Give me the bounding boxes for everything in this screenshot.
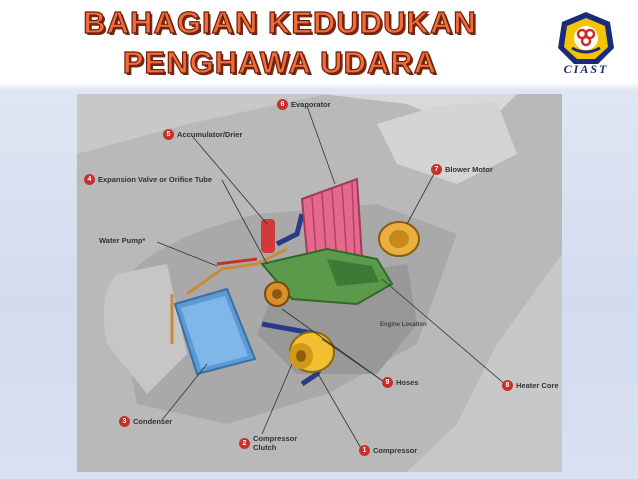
slide-title-line2: PENGHAWA UDARA bbox=[122, 44, 438, 80]
label-number: 6 bbox=[277, 99, 288, 110]
accumulator-shape bbox=[261, 219, 275, 253]
label-text: Compressor bbox=[373, 446, 418, 455]
label-number: 9 bbox=[382, 377, 393, 388]
label-text: Blower Motor bbox=[445, 165, 493, 174]
label-text: Clutch bbox=[253, 443, 277, 452]
label-blower-motor: 7 Blower Motor bbox=[431, 164, 493, 175]
logo-text: CIAST bbox=[563, 62, 609, 76]
label-text: Heater Core bbox=[516, 381, 559, 390]
label-number: 3 bbox=[119, 416, 130, 427]
label-text: Expansion Valve or Orifice Tube bbox=[98, 175, 213, 184]
ciast-logo-icon bbox=[558, 12, 614, 64]
blower-motor-shape bbox=[378, 221, 420, 257]
compressor-shape bbox=[289, 331, 335, 373]
label-water-pump: Water Pump* bbox=[99, 236, 145, 245]
label-text: Water Pump* bbox=[99, 236, 146, 245]
water-pump-shape bbox=[264, 281, 290, 307]
label-text: Accumulator/Drier bbox=[177, 130, 243, 139]
ac-diagram: 6 Evaporator 5 Accumulator/Drier 4 Expan… bbox=[77, 94, 562, 472]
label-number: 4 bbox=[84, 174, 95, 185]
label-number: 2 bbox=[239, 437, 250, 449]
label-number: 8 bbox=[502, 380, 513, 391]
condenser-shape bbox=[173, 287, 257, 376]
label-text: Condenser bbox=[133, 417, 173, 426]
label-compressor: 1 Compressor bbox=[359, 445, 417, 456]
label-number: 7 bbox=[431, 164, 442, 175]
label-text: Compressor bbox=[253, 434, 298, 443]
label-compressor-clutch: 2 Compressor Clutch bbox=[239, 434, 297, 452]
label-number: 1 bbox=[359, 445, 370, 456]
label-text: Evaporator bbox=[291, 100, 331, 109]
label-number: 5 bbox=[163, 129, 174, 140]
label-accumulator-drier: 5 Accumulator/Drier bbox=[163, 129, 242, 140]
label-engine-location: Engine Location bbox=[380, 322, 427, 328]
label-evaporator: 6 Evaporator bbox=[277, 99, 331, 110]
label-hoses: 9 Hoses bbox=[382, 377, 419, 388]
label-text-multiline: Compressor Clutch bbox=[253, 434, 297, 452]
heater-core-shape bbox=[260, 247, 394, 306]
label-text: Hoses bbox=[396, 378, 419, 387]
label-condenser: 3 Condenser bbox=[119, 416, 172, 427]
ac-diagram-illustration bbox=[77, 94, 562, 472]
slide-title-line1: BAHAGIAN KEDUDUKAN bbox=[83, 4, 477, 40]
label-heater-core: 8 Heater Core bbox=[502, 380, 559, 391]
label-expansion-valve: 4 Expansion Valve or Orifice Tube bbox=[84, 174, 212, 185]
